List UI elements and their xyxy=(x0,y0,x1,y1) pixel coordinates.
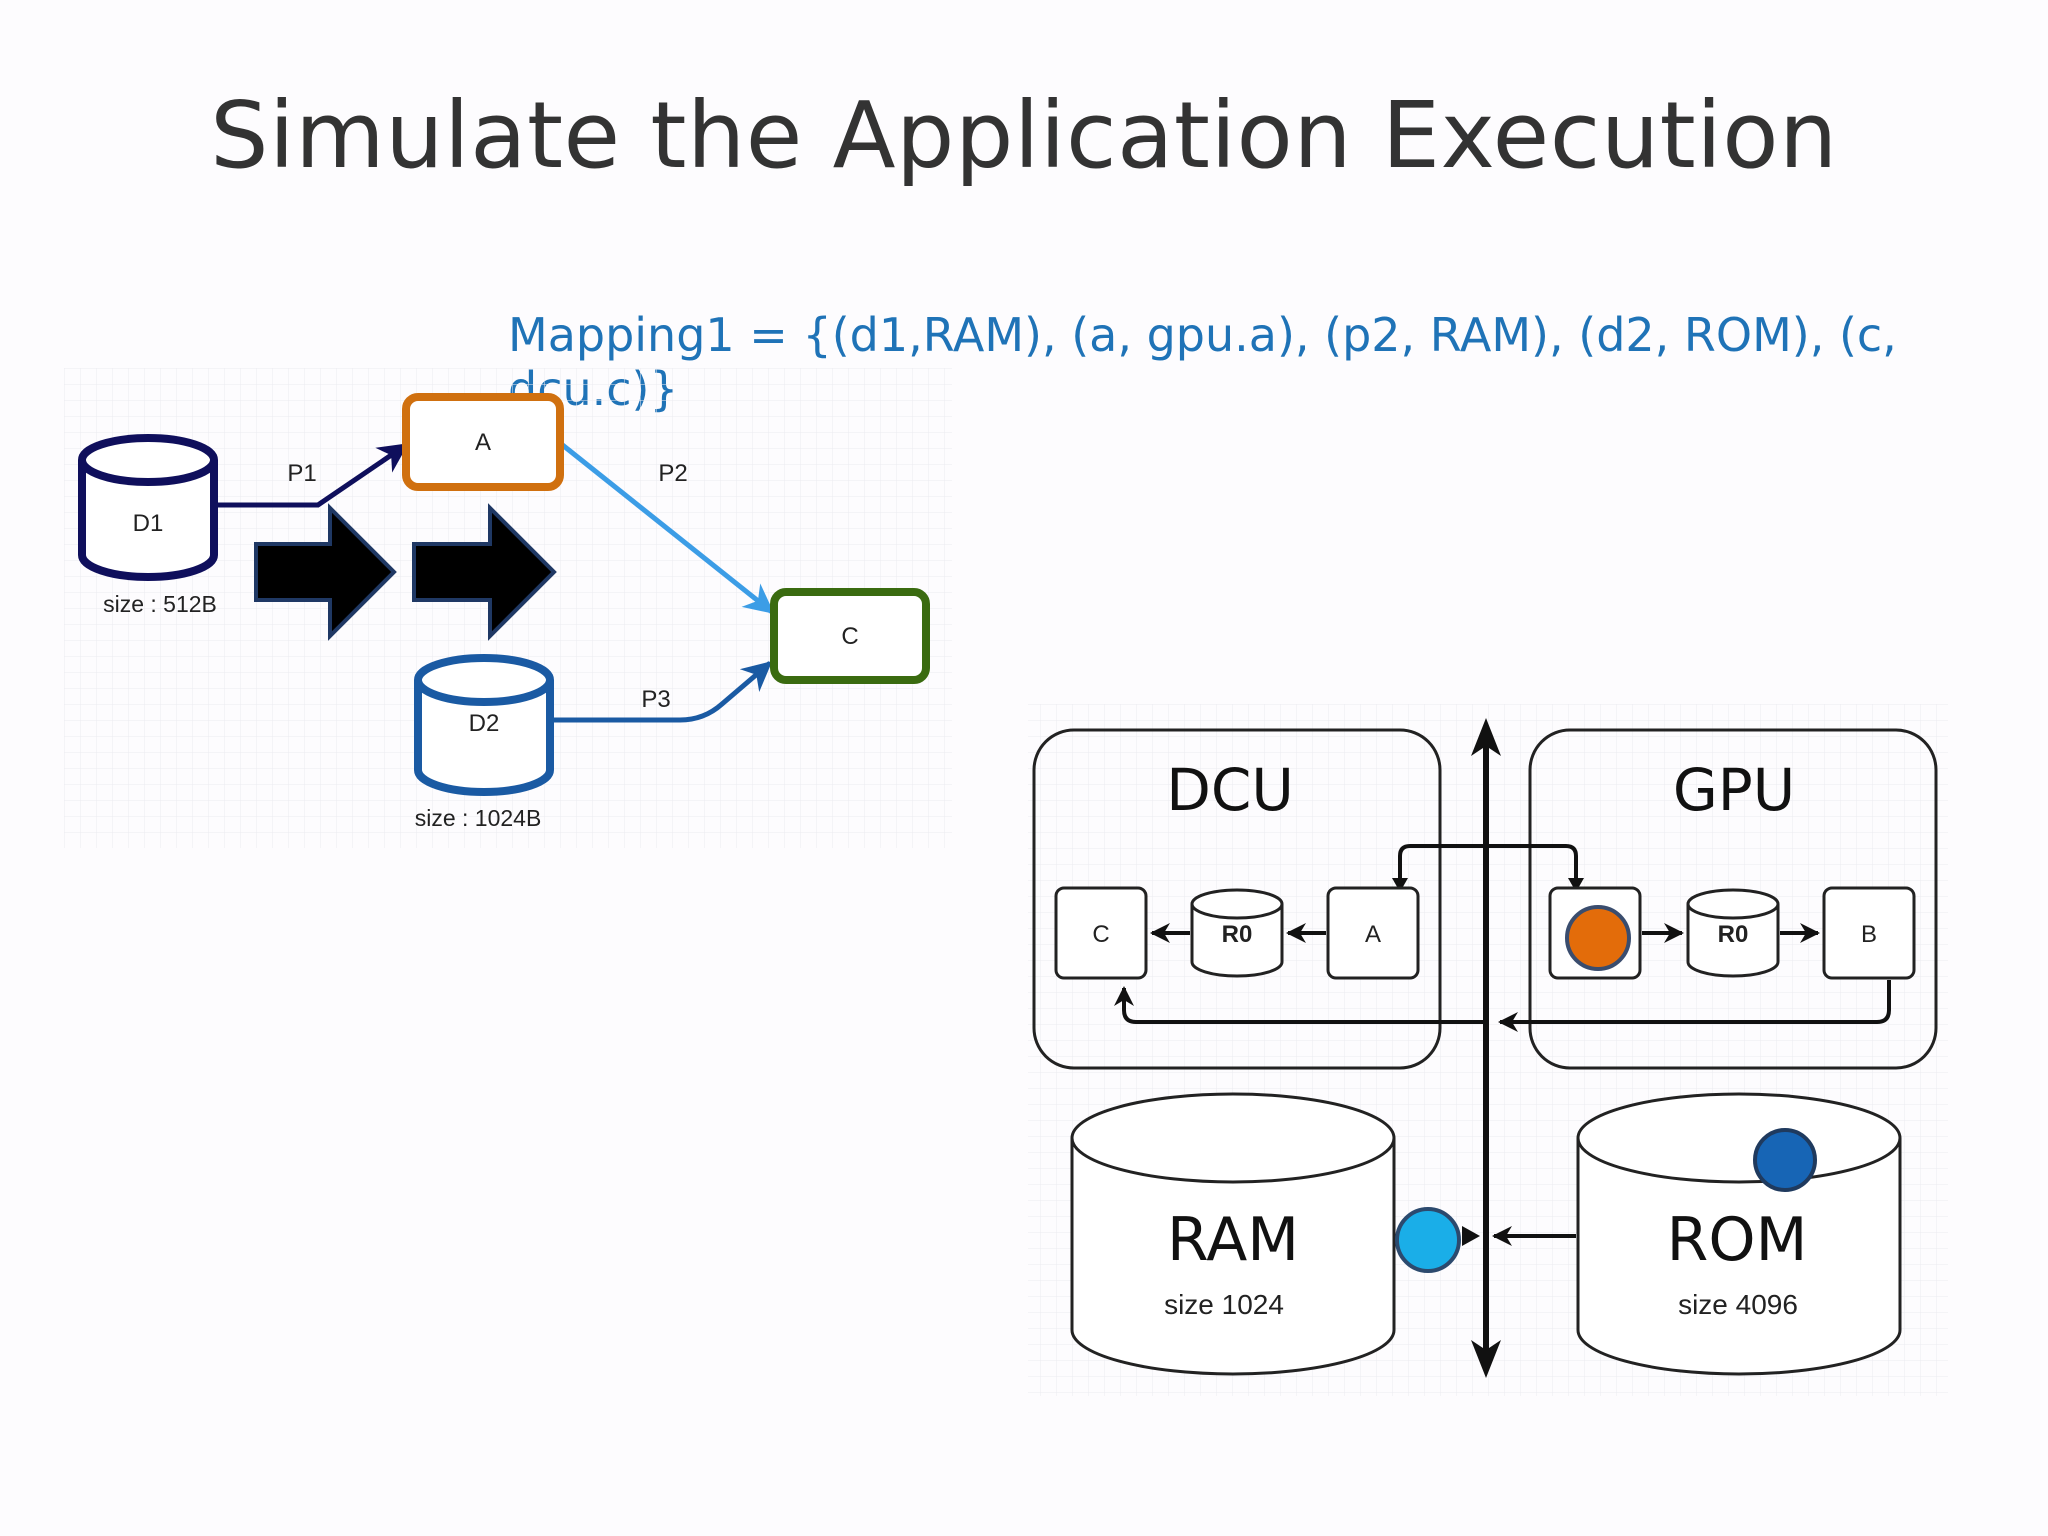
gpu-token xyxy=(1565,905,1631,971)
node-d2-size: size : 1024B xyxy=(415,805,542,831)
edge-p1 xyxy=(218,442,409,508)
bus-branch-top xyxy=(1398,844,1578,885)
edge-p3-label: P3 xyxy=(641,686,670,713)
dcu-a-label: A xyxy=(1365,921,1381,948)
edge-p1-label: P1 xyxy=(287,460,316,487)
arrow-to-dcu-a-icon xyxy=(1392,878,1408,892)
dcu-c-box xyxy=(1054,886,1148,980)
big-arrow-1-icon xyxy=(254,503,397,641)
node-d1-cylinder xyxy=(78,434,218,581)
bus-arrow-down-icon xyxy=(1471,1340,1501,1378)
node-d1-label: D1 xyxy=(133,510,164,537)
rom-size: size 4096 xyxy=(1678,1289,1798,1320)
ram-size: size 1024 xyxy=(1164,1289,1284,1320)
slide-title: Simulate the Application Execution xyxy=(210,82,1838,189)
gpu-r0-cylinder xyxy=(1686,888,1780,978)
arrow-bus-to-ram-icon xyxy=(1462,1226,1480,1246)
gpu-b-label: B xyxy=(1861,921,1877,948)
dcu-r0-cylinder xyxy=(1190,888,1284,978)
gpu-title: GPU xyxy=(1673,756,1795,824)
rom-cylinder xyxy=(1576,1092,1902,1376)
node-d1-size: size : 512B xyxy=(103,591,217,617)
return-path-bus-to-dcu-c xyxy=(1114,986,1486,1024)
dcu-a-box xyxy=(1326,886,1420,980)
application-graph: P1 P2 P3 D1 size : 512B A C D2 size : 10… xyxy=(64,368,952,848)
gpu-b-box xyxy=(1822,886,1916,980)
node-c-label: C xyxy=(841,623,858,650)
node-d2-label: D2 xyxy=(469,710,500,737)
dcu-title: DCU xyxy=(1166,756,1294,824)
ram-token xyxy=(1395,1207,1461,1273)
return-path-b-to-bus xyxy=(1498,980,1891,1032)
rom-title: ROM xyxy=(1667,1205,1808,1275)
ram-title: RAM xyxy=(1167,1205,1299,1275)
platform-diagram: DCU GPU C R0 A R0 B xyxy=(1028,704,1948,1396)
rom-token xyxy=(1753,1128,1817,1192)
bus-arrow-up-icon xyxy=(1471,718,1501,756)
edge-p2-label: P2 xyxy=(658,460,687,487)
dcu-c-label: C xyxy=(1092,921,1109,948)
edge-p3 xyxy=(550,661,773,723)
ram-cylinder xyxy=(1070,1092,1396,1376)
arrow-to-gpu-slot-icon xyxy=(1568,878,1584,892)
edge-p2 xyxy=(558,441,775,614)
big-arrow-2-icon xyxy=(412,503,557,641)
node-c-box xyxy=(770,588,930,684)
node-a-box xyxy=(402,393,564,491)
gpu-r0-label: R0 xyxy=(1718,921,1749,948)
node-a-label: A xyxy=(475,429,491,456)
dcu-r0-label: R0 xyxy=(1222,921,1253,948)
gpu-container xyxy=(1528,728,1938,1070)
mapping-text: Mapping1 = {(d1,RAM), (a, gpu.a), (p2, R… xyxy=(508,308,1897,416)
node-d2-cylinder xyxy=(414,654,554,796)
dcu-container xyxy=(1032,728,1442,1070)
